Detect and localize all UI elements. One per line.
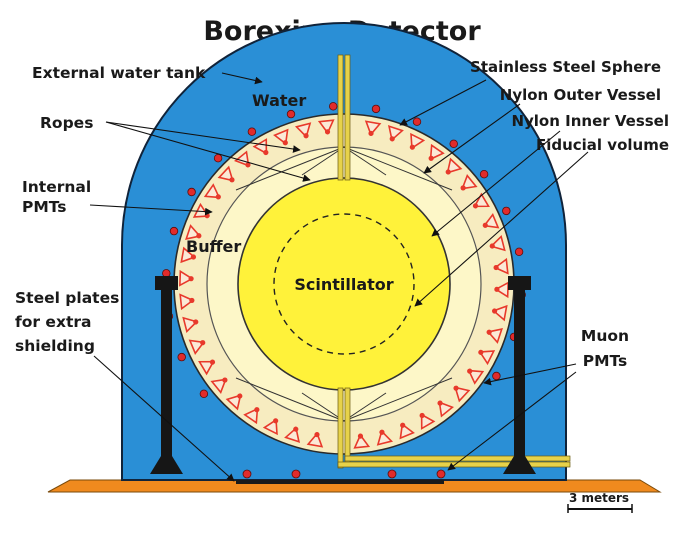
internal-pmt bbox=[437, 400, 455, 418]
internal-pmt bbox=[317, 119, 335, 135]
steel-plates-label-line3: shielding bbox=[15, 337, 95, 355]
pointer-lines bbox=[89, 72, 589, 482]
internal-pmt bbox=[353, 433, 371, 449]
muon-pmt bbox=[162, 269, 171, 278]
internal-pmt bbox=[284, 426, 301, 444]
internal-pmt bbox=[494, 281, 509, 299]
steel-plates bbox=[236, 480, 444, 484]
scale-bar: 3 meters bbox=[567, 491, 633, 513]
internal-pmt bbox=[489, 234, 506, 252]
scintillator-label: Scintillator bbox=[294, 275, 393, 294]
internal-pmt bbox=[252, 138, 269, 156]
internal-pmt bbox=[364, 120, 382, 137]
internal-pmts bbox=[179, 119, 509, 449]
internal-pmt bbox=[188, 339, 206, 355]
internal-pmt bbox=[273, 128, 289, 146]
internal-pmt bbox=[472, 192, 490, 209]
scale-bar-label: 3 meters bbox=[569, 491, 629, 505]
internal-pmt bbox=[376, 429, 394, 446]
internal-pmt bbox=[419, 412, 436, 430]
support-leg-right bbox=[503, 276, 536, 474]
internal-pmts-label-line2: PMTs bbox=[22, 198, 67, 216]
internal-pmt bbox=[409, 132, 426, 150]
fiducial-volume-label: Fiducial volume bbox=[536, 136, 669, 154]
internal-pmt bbox=[198, 359, 216, 376]
floor-slab bbox=[47, 479, 662, 493]
muon-pmt bbox=[514, 247, 524, 256]
muon-pmt bbox=[177, 352, 186, 362]
internal-pmt bbox=[453, 385, 471, 403]
muon-pmt bbox=[169, 226, 179, 236]
muon-pmt bbox=[329, 102, 338, 111]
internal-pmt bbox=[460, 173, 478, 191]
internal-pmt bbox=[179, 293, 195, 311]
ropes bbox=[235, 146, 453, 422]
internal-pmt bbox=[243, 407, 260, 425]
internal-pmt bbox=[184, 224, 202, 241]
internal-pmt bbox=[262, 418, 279, 436]
internal-pmts-label-line1: Internal bbox=[22, 178, 91, 196]
internal-pmt bbox=[445, 157, 463, 175]
muon-pmt bbox=[187, 187, 196, 197]
muon-pmt bbox=[412, 117, 422, 126]
ropes-label: Ropes bbox=[40, 114, 93, 132]
fiducial-volume-boundary bbox=[273, 213, 415, 355]
internal-pmt bbox=[217, 165, 235, 183]
internal-pmt bbox=[294, 122, 312, 139]
external-water-tank-label: External water tank bbox=[32, 64, 206, 82]
internal-pmt bbox=[180, 246, 197, 264]
internal-pmt bbox=[467, 368, 485, 385]
internal-pmt bbox=[225, 393, 243, 411]
internal-pmt bbox=[203, 183, 221, 200]
muon-pmt bbox=[213, 153, 223, 163]
internal-pmt bbox=[482, 213, 500, 229]
internal-pmt bbox=[210, 377, 228, 395]
internal-pmt bbox=[399, 422, 415, 440]
muon-pmts-label-line1: Muon bbox=[581, 327, 629, 345]
internal-pmt bbox=[179, 269, 194, 287]
internal-pmt bbox=[233, 150, 251, 168]
buffer-label: Buffer bbox=[186, 237, 241, 256]
stainless-steel-sphere-label: Stainless Steel Sphere bbox=[470, 58, 661, 76]
support-leg-left bbox=[150, 276, 183, 474]
muon-pmt bbox=[449, 139, 458, 148]
muon-pmt bbox=[286, 109, 296, 119]
steel-plates-label-line1: Steel plates bbox=[15, 289, 119, 307]
muon-pmt bbox=[502, 206, 511, 216]
internal-pmt bbox=[491, 304, 508, 322]
internal-pmt bbox=[428, 143, 445, 161]
muon-pmt bbox=[492, 371, 501, 381]
muon-pmt bbox=[479, 169, 489, 179]
internal-pmt bbox=[387, 124, 404, 142]
steel-plates-label-line2: for extra bbox=[15, 313, 91, 331]
water-label: Water bbox=[252, 91, 306, 110]
muon-pmt bbox=[371, 104, 381, 114]
muon-pmt bbox=[199, 389, 209, 398]
internal-pmt bbox=[493, 257, 509, 275]
floor-pmts bbox=[242, 469, 446, 479]
internal-pmt bbox=[182, 316, 199, 334]
internal-pmt bbox=[486, 327, 504, 344]
nylon-outer-vessel-label: Nylon Outer Vessel bbox=[500, 86, 661, 104]
scintillator-sphere bbox=[237, 177, 451, 391]
nylon-inner-vessel-label: Nylon Inner Vessel bbox=[511, 112, 669, 130]
internal-pmt bbox=[306, 431, 324, 448]
muon-pmt bbox=[247, 127, 257, 136]
muon-pmts-label-line2: PMTs bbox=[583, 352, 628, 370]
internal-pmt bbox=[478, 349, 496, 366]
